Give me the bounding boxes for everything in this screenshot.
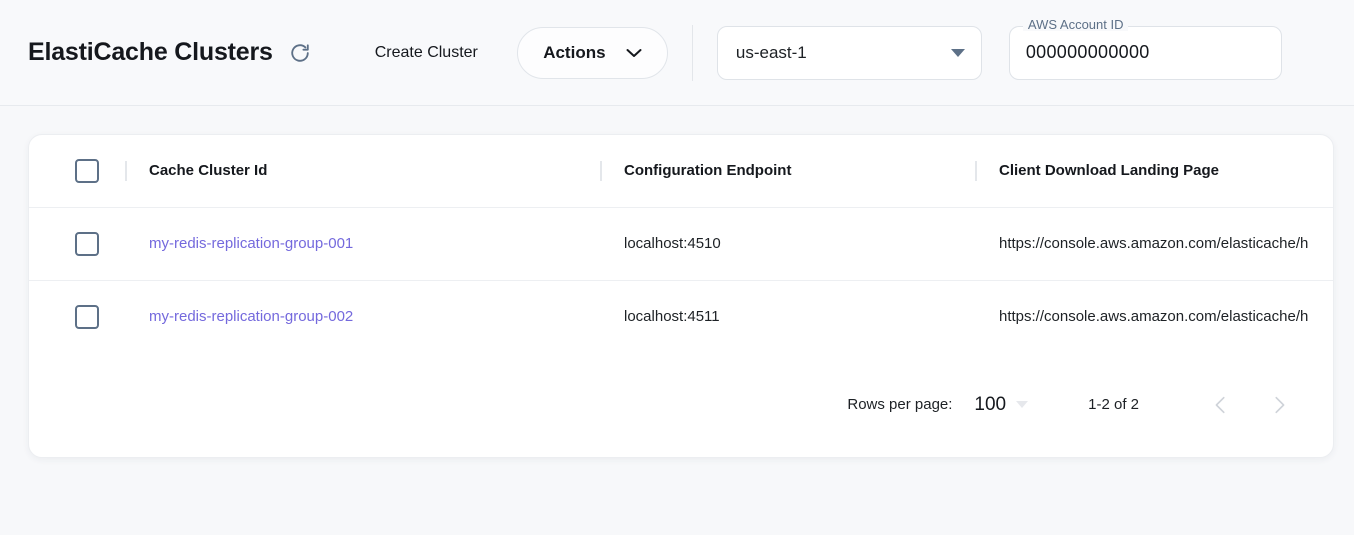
rows-per-page-value: 100 <box>974 393 1007 415</box>
landing-page-value: https://console.aws.amazon.com/elasticac… <box>999 308 1309 326</box>
table-row[interactable]: my-redis-replication-group-001 localhost… <box>29 206 1333 280</box>
table-header-row: Cache Cluster Id Configuration Endpoint … <box>29 135 1333 207</box>
column-header-label: Client Download Landing Page <box>999 162 1220 180</box>
clusters-card: Cache Cluster Id Configuration Endpoint … <box>28 134 1334 458</box>
select-all-header <box>29 135 125 207</box>
page-title: ElastiCache Clusters <box>28 38 273 66</box>
cell-cache-cluster-id: my-redis-replication-group-002 <box>125 279 600 353</box>
clusters-table: Cache Cluster Id Configuration Endpoint … <box>29 135 1333 353</box>
row-select-cell <box>29 206 125 280</box>
pagination-bar: Rows per page: 100 1-2 of 2 <box>29 352 1333 457</box>
refresh-icon[interactable] <box>287 40 313 66</box>
region-select[interactable]: us-east-1 <box>716 25 982 80</box>
aws-account-id-label: AWS Account ID <box>1022 17 1129 31</box>
configuration-endpoint-value: localhost:4510 <box>624 235 721 252</box>
previous-page-button[interactable] <box>1201 385 1241 425</box>
actions-button-label: Actions <box>543 42 606 62</box>
column-header-label: Configuration Endpoint <box>624 162 792 180</box>
create-cluster-button[interactable]: Create Cluster <box>369 36 484 70</box>
configuration-endpoint-value: localhost:4511 <box>624 308 720 326</box>
column-divider <box>975 160 977 181</box>
column-divider <box>600 160 602 181</box>
region-select-value: us-east-1 <box>735 42 807 62</box>
header-divider <box>691 24 693 81</box>
column-divider <box>125 160 127 181</box>
app-header: ElastiCache Clusters Create Cluster Acti… <box>0 0 1354 106</box>
select-all-checkbox[interactable] <box>75 158 99 183</box>
cell-cache-cluster-id: my-redis-replication-group-001 <box>125 206 600 280</box>
title-group: ElastiCache Clusters <box>28 38 313 67</box>
cell-configuration-endpoint: localhost:4511 <box>600 279 975 353</box>
cluster-id-link[interactable]: my-redis-replication-group-002 <box>149 308 354 326</box>
cell-configuration-endpoint: localhost:4510 <box>600 206 975 280</box>
row-select-cell <box>29 279 125 353</box>
actions-button[interactable]: Actions <box>516 26 668 79</box>
cluster-id-link[interactable]: my-redis-replication-group-001 <box>149 235 354 252</box>
next-page-button[interactable] <box>1259 385 1299 425</box>
column-header-cache-cluster-id[interactable]: Cache Cluster Id <box>125 135 600 207</box>
column-header-label: Cache Cluster Id <box>149 162 268 180</box>
rows-per-page-select[interactable]: 100 <box>974 393 1029 416</box>
table-row[interactable]: my-redis-replication-group-002 localhost… <box>29 279 1333 353</box>
row-checkbox[interactable] <box>75 304 99 329</box>
landing-page-value: https://console.aws.amazon.com/elasticac… <box>999 235 1309 252</box>
aws-account-id-field[interactable]: AWS Account ID 000000000000 <box>1008 17 1282 80</box>
column-header-configuration-endpoint[interactable]: Configuration Endpoint <box>600 135 975 207</box>
cell-client-download-landing-page: https://console.aws.amazon.com/elasticac… <box>975 279 1333 353</box>
row-checkbox[interactable] <box>75 231 99 256</box>
column-header-client-download-landing-page[interactable]: Client Download Landing Page <box>975 135 1333 207</box>
triangle-down-icon <box>950 48 965 57</box>
pagination-range-label: 1-2 of 2 <box>1088 396 1139 413</box>
triangle-down-icon <box>1016 401 1029 408</box>
rows-per-page-label: Rows per page: <box>847 396 953 413</box>
cell-client-download-landing-page: https://console.aws.amazon.com/elasticac… <box>975 206 1333 280</box>
chevron-down-icon <box>626 48 642 58</box>
aws-account-id-value: 000000000000 <box>1025 42 1150 62</box>
